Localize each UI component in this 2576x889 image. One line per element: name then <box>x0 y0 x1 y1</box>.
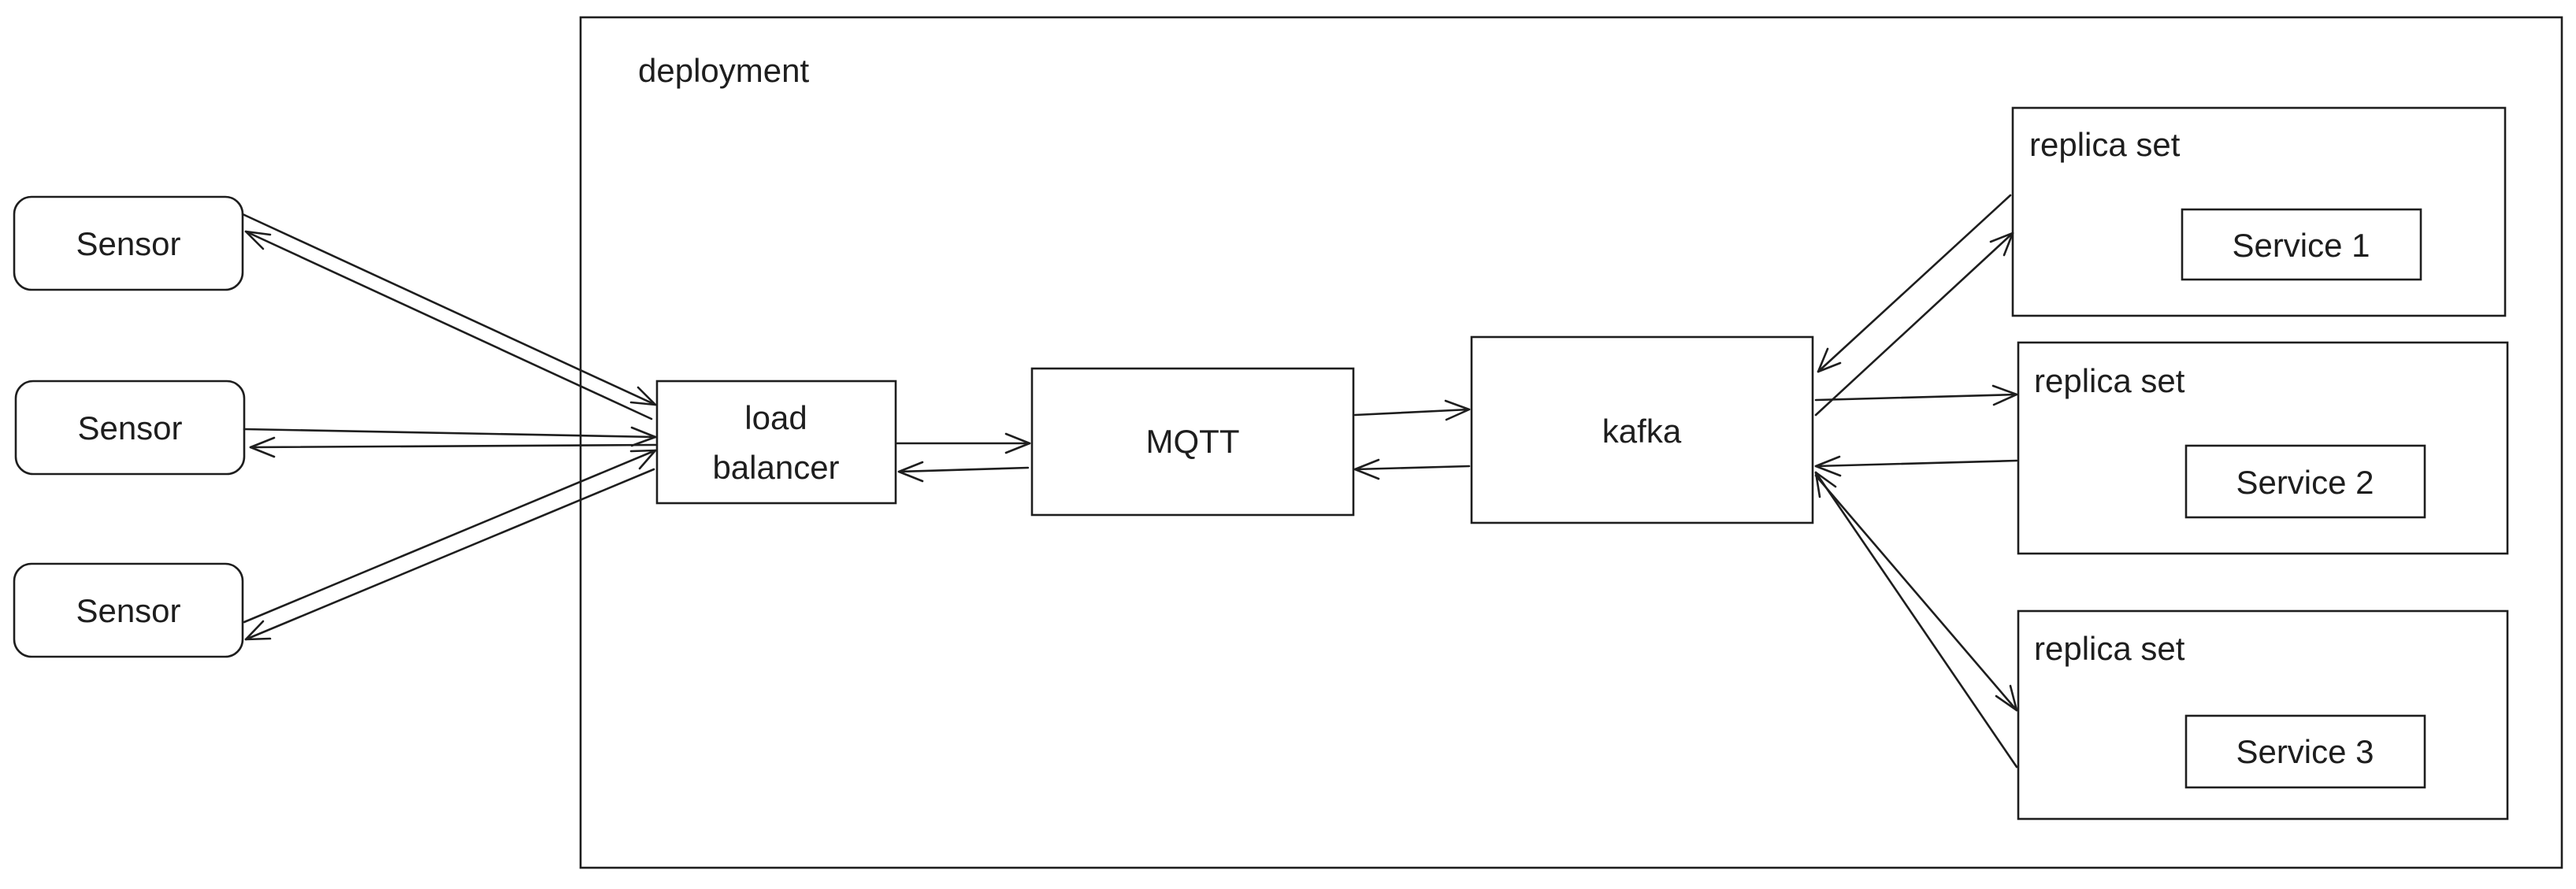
connector-sensor-2-load-balancer <box>243 426 657 458</box>
connector-sensor-1-load-balancer <box>241 213 657 420</box>
sensor-label: Sensor <box>77 409 182 446</box>
arrow-head <box>629 386 657 406</box>
replica-set-2: replica set Service 2 <box>2017 341 2509 555</box>
arrow-head <box>630 426 657 447</box>
arrow-head <box>1991 384 2018 406</box>
sensor-box <box>13 195 244 291</box>
service-box <box>2184 444 2426 519</box>
arrow-head <box>1817 347 1842 373</box>
sensor-node-1: Sensor <box>13 195 244 291</box>
mqtt-label: MQTT <box>1146 423 1240 460</box>
arrow-head <box>1814 455 1842 477</box>
arrow-line <box>249 443 657 449</box>
arrow-head <box>1353 458 1380 480</box>
deployment-label: deployment <box>638 52 809 89</box>
connector-kafka-replica-set-1 <box>1814 194 2014 417</box>
arrow-head <box>244 230 272 250</box>
replica-set-1: replica set Service 1 <box>2011 106 2507 317</box>
replica-set-3: replica set Service 3 <box>2017 609 2509 820</box>
mqtt-box <box>1030 367 1355 517</box>
arrow-line <box>1814 459 2018 468</box>
arrow-line <box>1814 471 2018 769</box>
replica-set-label: replica set <box>2029 126 2181 163</box>
arrow-line <box>1353 408 1471 417</box>
arrow-line <box>244 230 653 420</box>
kafka-box <box>1470 335 1814 524</box>
arrow-head <box>897 461 924 483</box>
sensor-label: Sensor <box>76 592 180 629</box>
arrow-head <box>1814 471 1837 498</box>
arrow-line <box>1814 474 2018 712</box>
arrow-head <box>1989 232 2014 257</box>
sensor-box <box>14 380 246 476</box>
sensor-box <box>13 562 244 658</box>
arrow-head <box>629 449 657 470</box>
arrow-head <box>1995 684 2018 712</box>
connector-load-balancer-mqtt <box>896 432 1031 483</box>
arrow-head <box>249 436 276 458</box>
mqtt-node: MQTT <box>1030 367 1355 517</box>
kafka-node: kafka <box>1470 335 1814 524</box>
arrow-head <box>244 620 272 641</box>
arrow-head <box>1444 399 1471 421</box>
arrow-line <box>1814 232 2014 417</box>
service-label: Service 1 <box>2232 227 2370 264</box>
arrow-line <box>241 213 657 406</box>
connector-mqtt-kafka <box>1353 399 1471 480</box>
arrow-line <box>897 466 1030 473</box>
service-label: Service 3 <box>2236 733 2374 770</box>
arrow-line <box>244 468 655 641</box>
load-balancer-box <box>655 380 897 505</box>
sensor-node-2: Sensor <box>14 380 246 476</box>
arrow-line <box>243 428 657 439</box>
sensor-label: Sensor <box>76 225 180 262</box>
connector-kafka-replica-set-3 <box>1814 471 2018 769</box>
service-box <box>2181 208 2422 281</box>
arrow-head <box>1004 432 1031 454</box>
service-box <box>2184 714 2426 789</box>
sensor-node-3: Sensor <box>13 562 244 658</box>
connector-sensor-3-load-balancer <box>243 449 657 641</box>
arrow-line <box>1817 194 2012 373</box>
replica-set-label: replica set <box>2034 630 2185 667</box>
arrow-line <box>1814 393 2018 402</box>
load-balancer-label-line-1: load <box>744 399 807 436</box>
load-balancer-node: load balancer <box>655 380 897 505</box>
service-label: Service 2 <box>2236 464 2374 501</box>
kafka-label: kafka <box>1602 413 1682 450</box>
connector-kafka-replica-set-2 <box>1814 384 2018 477</box>
load-balancer-label-line-2: balancer <box>712 449 839 486</box>
arrow-line <box>243 449 657 624</box>
replica-set-label: replica set <box>2034 362 2185 399</box>
arrow-line <box>1353 465 1471 471</box>
